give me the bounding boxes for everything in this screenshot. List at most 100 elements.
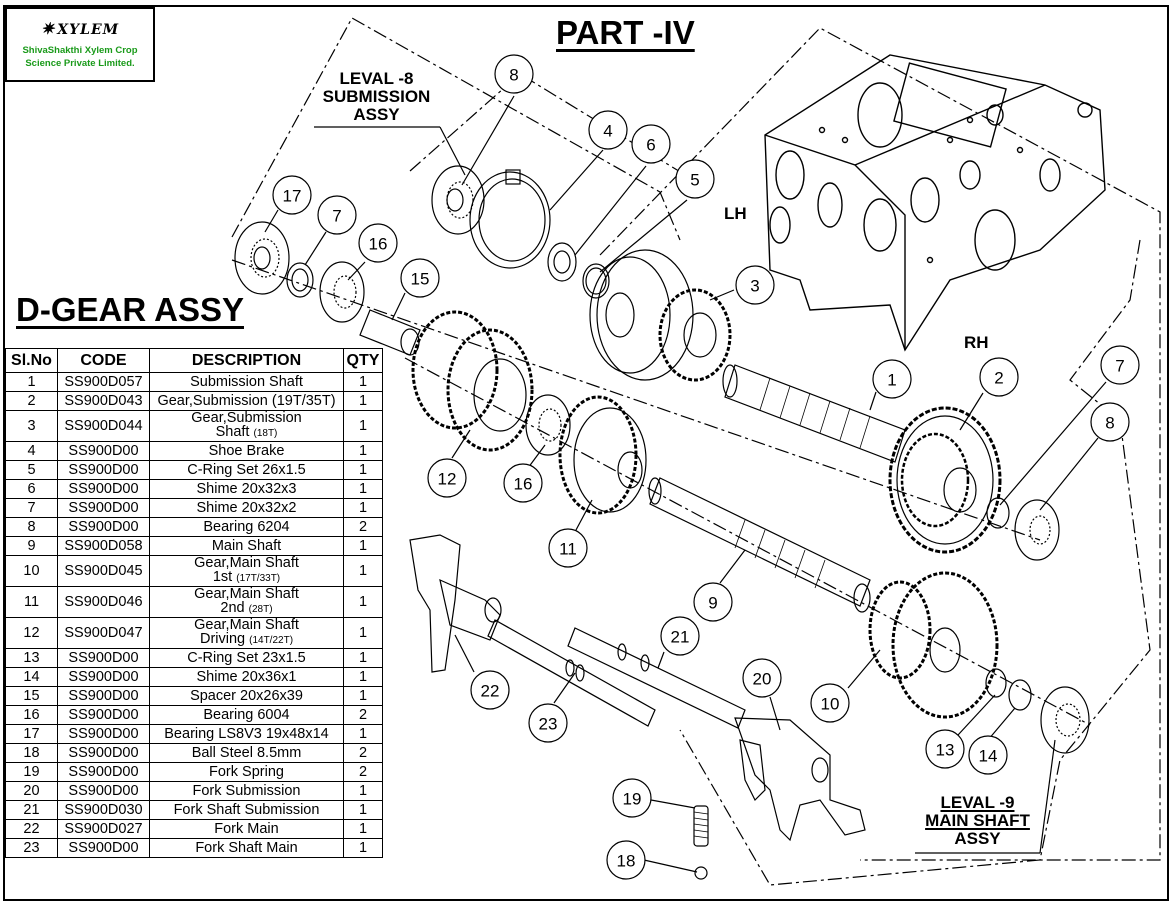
fork-shaft-main <box>487 619 656 727</box>
cell-slno: 1 <box>5 372 58 392</box>
cell-qty: 1 <box>343 586 383 618</box>
header-qty: QTY <box>343 348 383 373</box>
description-line1: Gear,Submission <box>191 410 302 426</box>
cell-slno: 2 <box>5 391 58 411</box>
cell-qty: 1 <box>343 555 383 587</box>
cell-slno: 6 <box>5 479 58 499</box>
balloon-circle <box>660 616 700 656</box>
balloon-circle <box>427 458 467 498</box>
main-shaft-driving-gear <box>411 310 534 452</box>
description-line1: Shoe Brake <box>208 443 285 459</box>
cell-slno: 9 <box>5 536 58 556</box>
description-line1: Gear,Submission <box>157 393 272 409</box>
cell-slno: 4 <box>5 441 58 461</box>
description-line1: Bearing LS8V3 19x48x14 <box>164 726 329 742</box>
cell-slno: 19 <box>5 762 58 782</box>
description-line1: Fork Submission <box>192 783 301 799</box>
header-code: CODE <box>57 348 150 373</box>
fork-submission <box>734 717 866 842</box>
cell-qty: 1 <box>343 498 383 518</box>
cell-slno: 5 <box>5 460 58 480</box>
lh-label: LH <box>724 204 747 223</box>
cell-slno: 14 <box>5 667 58 687</box>
balloon-circle <box>494 54 534 94</box>
cell-qty: 1 <box>343 800 383 820</box>
balloon-number: 7 <box>332 207 341 226</box>
balloon-circle <box>735 265 775 305</box>
cell-description: Bearing 6204 <box>149 517 344 537</box>
balloon-number: 3 <box>750 277 759 296</box>
balloon-22: 22 <box>470 670 510 710</box>
balloon-8: 8 <box>1090 402 1130 442</box>
balloon-15: 15 <box>400 258 440 298</box>
cell-slno: 7 <box>5 498 58 518</box>
description-line1: Main Shaft <box>211 538 282 554</box>
cell-qty: 2 <box>343 762 383 782</box>
balloon-circle <box>968 735 1008 775</box>
description-line1: Bearing 6204 <box>203 519 290 535</box>
balloon-19: 19 <box>612 778 652 818</box>
cell-slno: 18 <box>5 743 58 763</box>
cell-description: Submission Shaft <box>149 372 344 392</box>
balloon-number: 2 <box>994 369 1003 388</box>
cell-slno: 11 <box>5 586 58 618</box>
left-bearing-stack <box>234 221 421 356</box>
balloon-number: 1 <box>887 371 896 390</box>
description-line1: Shime 20x36x1 <box>196 669 297 685</box>
balloon-circle <box>693 582 733 622</box>
main-shaft-second-gear <box>525 394 647 515</box>
balloon-circle <box>631 124 671 164</box>
cell-code: SS900D047 <box>57 617 150 649</box>
cell-code: SS900D00 <box>57 762 150 782</box>
cell-description: Fork Shaft Main <box>149 838 344 858</box>
description-line1: Fork Main <box>214 821 279 837</box>
cell-code: SS900D058 <box>57 536 150 556</box>
description-line1: Fork Shaft Main <box>195 840 298 856</box>
description-line1: Bearing 6004 <box>203 707 290 723</box>
balloon-10: 10 <box>810 683 850 723</box>
balloon-number: 9 <box>708 594 717 613</box>
balloon-16: 16 <box>358 223 398 263</box>
cell-description: Shime 20x32x2 <box>149 498 344 518</box>
cell-qty: 1 <box>343 372 383 392</box>
balloon-6: 6 <box>631 124 671 164</box>
balloon-18: 18 <box>606 840 646 880</box>
cell-description: C-Ring Set 23x1.5 <box>149 648 344 668</box>
cell-code: SS900D00 <box>57 479 150 499</box>
sheet-border <box>3 5 1169 901</box>
cell-slno: 22 <box>5 819 58 839</box>
cell-code: SS900D044 <box>57 410 150 442</box>
header-description: DESCRIPTION <box>149 348 344 373</box>
table-header-row: Sl.No CODE DESCRIPTION QTY <box>5 348 383 373</box>
description-size: (17T/33T) <box>236 573 281 584</box>
balloon-circle <box>400 258 440 298</box>
balloon-circle <box>872 359 912 399</box>
balloon-number: 23 <box>539 715 558 734</box>
cell-code: SS900D030 <box>57 800 150 820</box>
rh-label: RH <box>964 333 989 352</box>
cell-slno: 10 <box>5 555 58 587</box>
cell-qty: 2 <box>343 705 383 725</box>
cell-description: Fork Spring <box>149 762 344 782</box>
description-line2: Driving <box>199 631 250 647</box>
description-size: (28T) <box>248 604 273 615</box>
balloon-4: 4 <box>588 110 628 150</box>
description-line2: 1st <box>212 569 237 585</box>
balloon-11: 11 <box>548 528 588 568</box>
balloon-7: 7 <box>1100 345 1140 385</box>
cell-qty: 1 <box>343 838 383 858</box>
balloon-16: 16 <box>503 463 543 503</box>
cell-description: Bearing 6004 <box>149 705 344 725</box>
cell-slno: 12 <box>5 617 58 649</box>
balloon-circle <box>470 670 510 710</box>
